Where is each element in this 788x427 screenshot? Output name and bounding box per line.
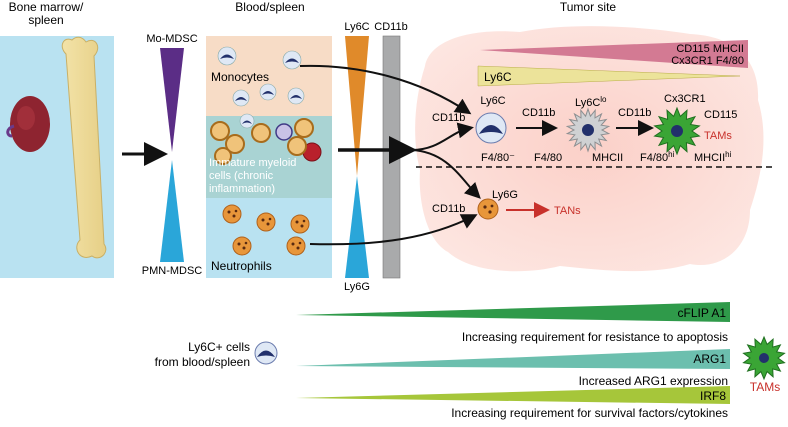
ly6c-gradient [345, 36, 369, 176]
tan-cd11b-label: CD11b [432, 203, 465, 215]
cell2-mhcii-label: MHCII [592, 152, 623, 164]
cd11b-bar-label: CD11b [374, 21, 407, 33]
cell2-ly6c-label: Ly6Clo [575, 95, 607, 109]
cell3-cd115-label: CD115 [704, 109, 737, 121]
arrow-immature-to-neutrophil [411, 149, 481, 199]
ly6c-wedge [477, 65, 741, 87]
ly6c-wedge-label: Ly6C [484, 70, 512, 84]
bar-cflip-a1 [296, 302, 730, 322]
ly6g-gradient-label: Ly6G [344, 281, 370, 293]
immature-label-line3: inflammation) [209, 183, 275, 195]
monocytes-label: Monocytes [211, 70, 269, 84]
cell3-cx3cr1-label: Cx3CR1 [664, 93, 706, 105]
cell-ly6c-lo-intermediate [565, 107, 611, 153]
markers-wedge-line2: Cx3CR1 F4/80 [671, 55, 744, 67]
ly6c-cells-label-line1: Ly6C+ cells [188, 340, 250, 354]
ly6g-gradient [345, 176, 369, 278]
neutrophils-label: Neutrophils [211, 259, 272, 273]
header-tumor-site: Tumor site [560, 0, 617, 14]
bar-arg1 [296, 349, 730, 369]
cell3-mhcii-label: MHCIIhi [694, 150, 732, 164]
bar3-label: IRF8 [700, 389, 726, 403]
arrow-monocytes-to-tumor [299, 64, 472, 115]
cell1-f480-label: F4/80⁻ [481, 152, 515, 164]
arrow-immature-to-monocyte [411, 122, 474, 151]
tam-icon-bottom [742, 335, 786, 381]
cell1-ly6c-label: Ly6C [480, 95, 505, 107]
ly6c-gradient-label: Ly6C [344, 21, 369, 33]
cell2-f480-label: F4/80 [534, 152, 562, 164]
cell3-tams-label: TAMs [704, 130, 732, 142]
cell3-f480-label: F4/80hi [640, 150, 675, 164]
tams-bottom-label: TAMs [750, 380, 780, 394]
bar2-caption: Increased ARG1 expression [579, 374, 728, 388]
tans-label: TANs [554, 205, 581, 217]
cell-tam [653, 106, 701, 156]
cell3-cd11b-label: CD11b [618, 107, 651, 119]
ly6c-cells-label-line2: from blood/spleen [155, 355, 250, 369]
mo-mdsc-gradient [160, 48, 184, 152]
bar1-caption: Increasing requirement for resistance to… [462, 330, 728, 344]
header-bone-marrow-line2: spleen [28, 13, 63, 27]
tan-ly6g-label: Ly6G [492, 189, 518, 201]
cell2-cd11b-label: CD11b [522, 107, 555, 119]
markers-wedge [480, 40, 748, 68]
bar-irf8 [296, 386, 730, 404]
monocyte-cells [217, 46, 305, 129]
markers-wedge-line1: CD115 MHCII [676, 43, 744, 55]
header-blood-spleen: Blood/spleen [235, 0, 304, 14]
tumor-site-cloud [415, 26, 764, 272]
pmn-mdsc-label: PMN-MDSC [142, 265, 203, 277]
arrow-neutrophils-to-tumor [309, 214, 478, 246]
immature-label-line2: cells (chronic [209, 170, 274, 182]
immature-myeloid-cells [210, 118, 322, 165]
cell1-cd11b-label: CD11b [432, 112, 465, 124]
bar1-label: cFLIP A1 [678, 306, 727, 320]
immature-label-line1: Immature myeloid [209, 157, 296, 169]
spleen-illustration [6, 96, 50, 152]
bar3-caption: Increasing requirement for survival fact… [451, 406, 728, 420]
cell-ly6c-monocyte [475, 112, 507, 144]
pmn-mdsc-gradient [160, 160, 184, 262]
mo-mdsc-label: Mo-MDSC [146, 33, 197, 45]
bar2-label: ARG1 [693, 352, 726, 366]
header-bone-marrow-line1: Bone marrow/ [9, 0, 84, 14]
neutrophil-cells [222, 204, 310, 256]
ly6c-cell-icon [254, 341, 278, 365]
cell-tan-neutrophil [477, 198, 499, 220]
bone-illustration [61, 36, 107, 259]
